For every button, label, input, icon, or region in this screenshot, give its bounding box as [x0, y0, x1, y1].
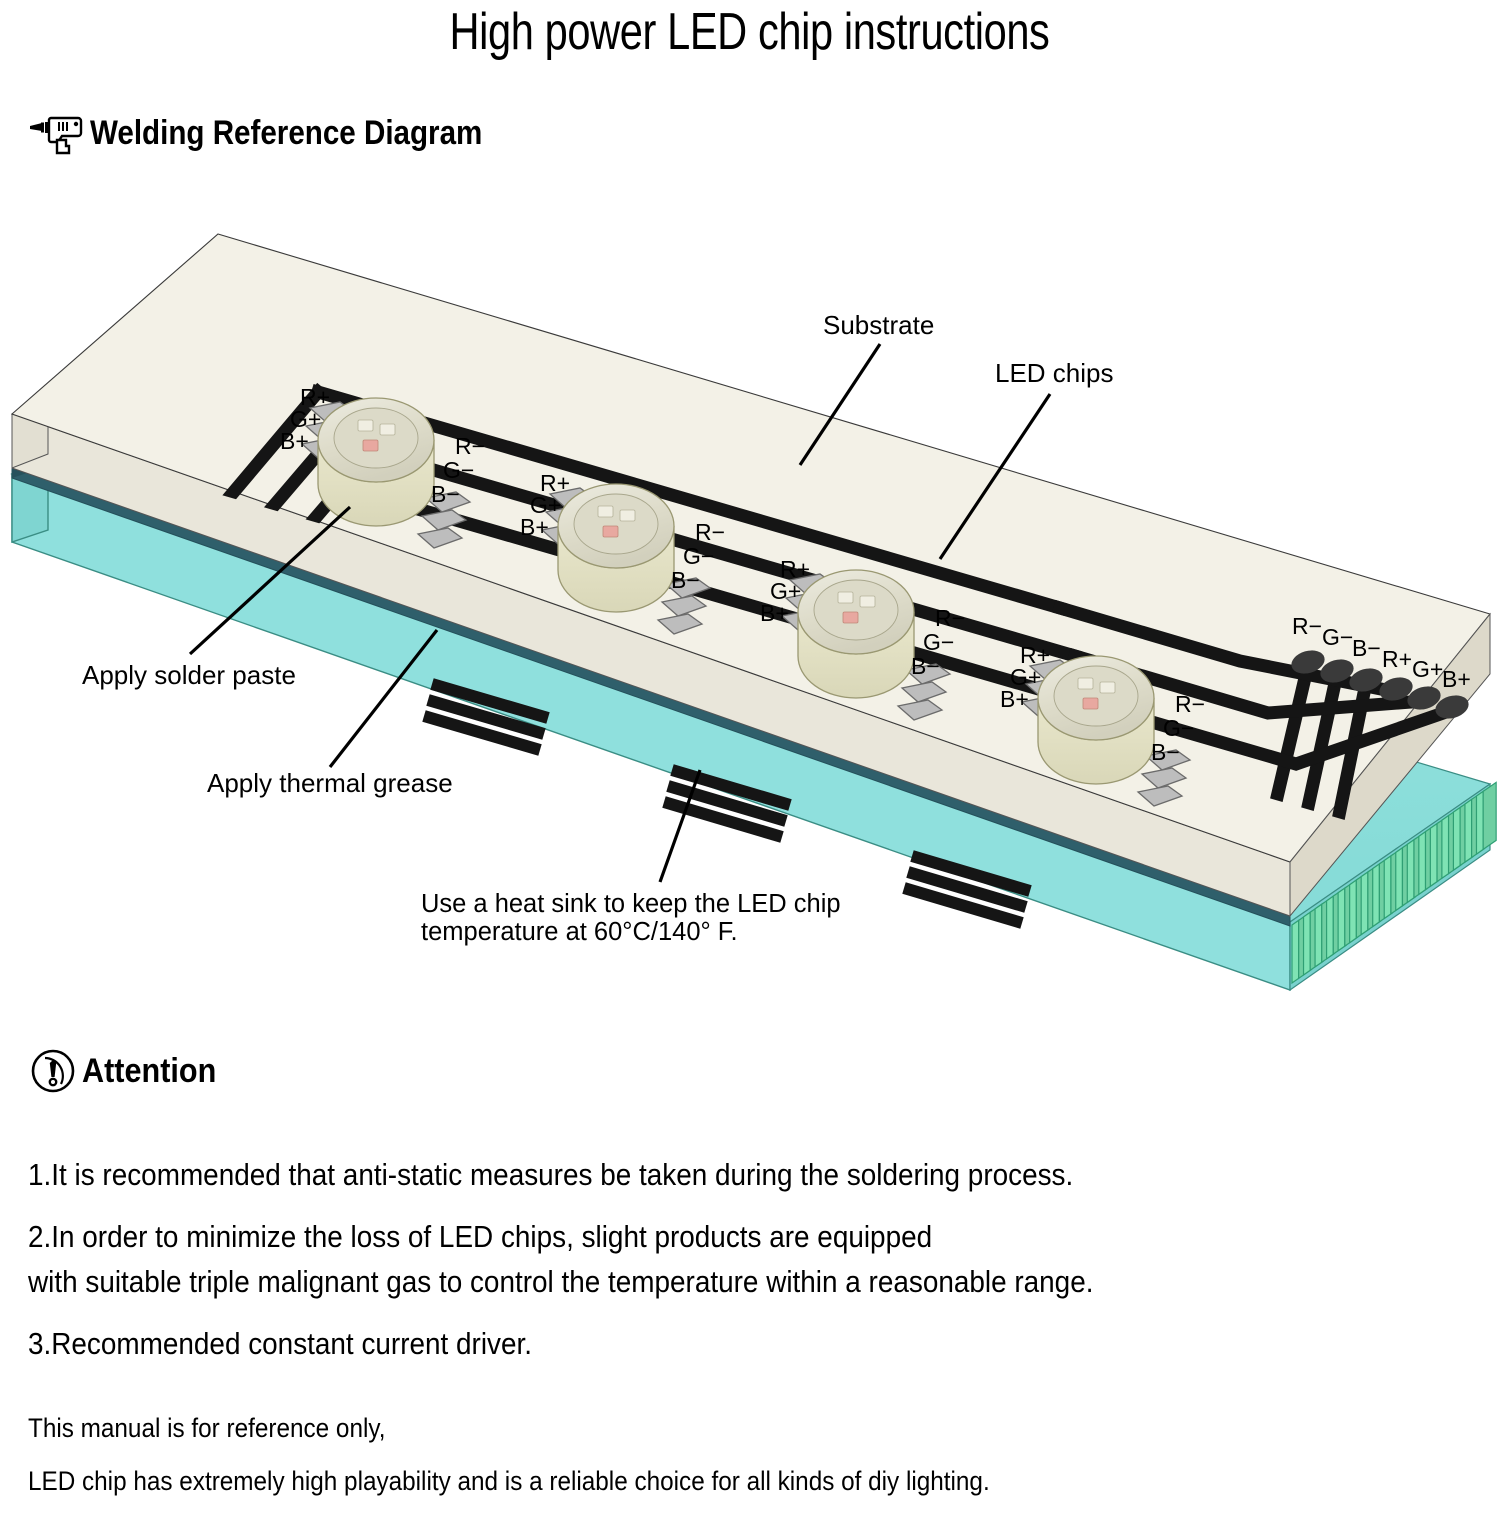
pin-label: G+ [770, 578, 801, 604]
led-chip-4 [1020, 655, 1192, 807]
pcb-link-traces [422, 678, 1032, 929]
pin-label: R− [935, 605, 965, 631]
led-chip-2-labels: R+ G+ B+ R− G− B− [520, 470, 725, 593]
led-pads-out [1136, 749, 1192, 807]
led-dies [1077, 677, 1116, 710]
led-dies [597, 505, 636, 538]
pin-label: B+ [1000, 686, 1029, 712]
callout-led-chips: LED chips [938, 358, 1114, 560]
attention-section-header: Attention [30, 1048, 231, 1094]
terminal-label-2: B− [1352, 635, 1381, 661]
led-chip-4-labels: R+ G+ B+ R− G− B− [1000, 642, 1205, 765]
led-chip-2 [540, 483, 712, 635]
led-dies [837, 591, 876, 624]
callout-label-heat-sink-1: Use a heat sink to keep the LED chip [421, 890, 841, 918]
heat-sink-fin [1349, 878, 1357, 944]
led-chip-3-labels: R+ G+ B+ R− G− B− [760, 556, 965, 679]
pin-label: R− [455, 433, 485, 459]
note-item-2-line-2: with suitable triple malignant gas to co… [28, 1263, 1094, 1299]
pin-label: R+ [540, 470, 570, 496]
pin-label: B+ [520, 514, 549, 540]
pin-label: G− [443, 457, 474, 483]
heat-sink-fin [1464, 798, 1473, 864]
terminal-pads [1291, 650, 1469, 719]
pin-label: R− [1175, 691, 1205, 717]
pin-label: B+ [760, 600, 789, 626]
welding-reference-diagram: R− G− B− R+ G+ B+ R+ G+ B+ R− G− [0, 222, 1499, 1022]
note-item-2-line-1: 2.In order to minimize the loss of LED c… [28, 1219, 933, 1255]
led-pads-out [656, 577, 712, 635]
callout-heat-sink: Use a heat sink to keep the LED chip tem… [421, 769, 841, 946]
led-pads-out [896, 663, 952, 721]
heat-sink-fin [1372, 862, 1380, 928]
led-chip-3 [780, 569, 952, 721]
terminal-label-1: G− [1322, 624, 1353, 650]
terminal-labels: R− G− B− R+ G+ B+ [1292, 613, 1471, 692]
pin-label: R+ [1020, 642, 1050, 668]
terminal-label-0: R− [1292, 613, 1322, 639]
callout-substrate: Substrate [798, 310, 934, 466]
callout-label-led-chips: LED chips [995, 358, 1114, 388]
heat-sink-fin [1337, 886, 1346, 952]
heat-sink-fin [1395, 846, 1404, 912]
heat-sink-fin [1314, 903, 1323, 969]
pin-label: G− [1163, 715, 1194, 741]
callout-label-solder-paste: Apply solder paste [82, 660, 296, 690]
pin-label: B+ [280, 428, 309, 454]
heat-sink-fin [1383, 854, 1392, 920]
pin-label: G− [923, 629, 954, 655]
heat-sink-fin [1406, 838, 1415, 904]
pin-label: R+ [780, 556, 810, 582]
welding-section-header: Welding Reference Diagram [28, 110, 541, 156]
led-pads-out [416, 491, 472, 549]
heat-sink-fin [1429, 822, 1438, 888]
heat-sink-fin [1452, 806, 1461, 872]
page-title: High power LED chip instructions [449, 3, 1050, 61]
heat-sink-fin [1475, 790, 1484, 856]
pin-label: R− [695, 519, 725, 545]
pin-label: B− [431, 481, 460, 507]
footer-line-2: LED chip has extremely high playability … [28, 1465, 990, 1496]
heat-sink-fin [1360, 870, 1369, 936]
pin-label: R+ [300, 384, 330, 410]
pin-label: G− [683, 543, 714, 569]
heat-sink-fin [1302, 911, 1311, 977]
exclamation-circle-icon [30, 1048, 76, 1094]
led-dies [357, 419, 396, 452]
callout-solder-paste: Apply solder paste [82, 505, 352, 690]
terminal-label-5: B+ [1442, 666, 1471, 692]
pin-label: G+ [530, 492, 561, 518]
heat-sink-fin-side [1482, 781, 1497, 851]
callout-thermal-grease: Apply thermal grease [207, 629, 453, 798]
pin-label: B− [911, 653, 940, 679]
welding-section-title: Welding Reference Diagram [90, 113, 483, 152]
terminal-label-4: G+ [1412, 656, 1443, 682]
footer-line-1: This manual is for reference only, [28, 1413, 386, 1444]
callout-label-thermal-grease: Apply thermal grease [207, 768, 453, 798]
heat-sink-fin [1291, 919, 1300, 985]
heat-sink-fin [1441, 814, 1450, 880]
attention-notes: 1.It is recommended that anti-static mea… [28, 1155, 1468, 1515]
pin-label: G+ [290, 406, 321, 432]
note-item-1: 1.It is recommended that anti-static mea… [28, 1157, 1074, 1192]
heat-sink-fins [1291, 781, 1497, 985]
note-item-3: 3.Recommended constant current driver. [28, 1325, 532, 1361]
heat-sink-fin [1418, 830, 1427, 896]
led-chip-1 [300, 397, 472, 549]
callout-label-substrate: Substrate [823, 310, 934, 340]
pin-label: B− [1151, 739, 1180, 765]
callout-label-heat-sink-2: temperature at 60°C/140° F. [421, 918, 738, 946]
pin-label: G+ [1010, 664, 1041, 690]
terminal-label-3: R+ [1382, 646, 1412, 672]
heat-sink-fin [1325, 894, 1334, 960]
attention-section-title: Attention [82, 1051, 217, 1090]
drill-icon [28, 110, 86, 156]
led-chip-1-labels: R+ G+ B+ R− G− B− [280, 384, 485, 507]
pin-label: B− [671, 567, 700, 593]
